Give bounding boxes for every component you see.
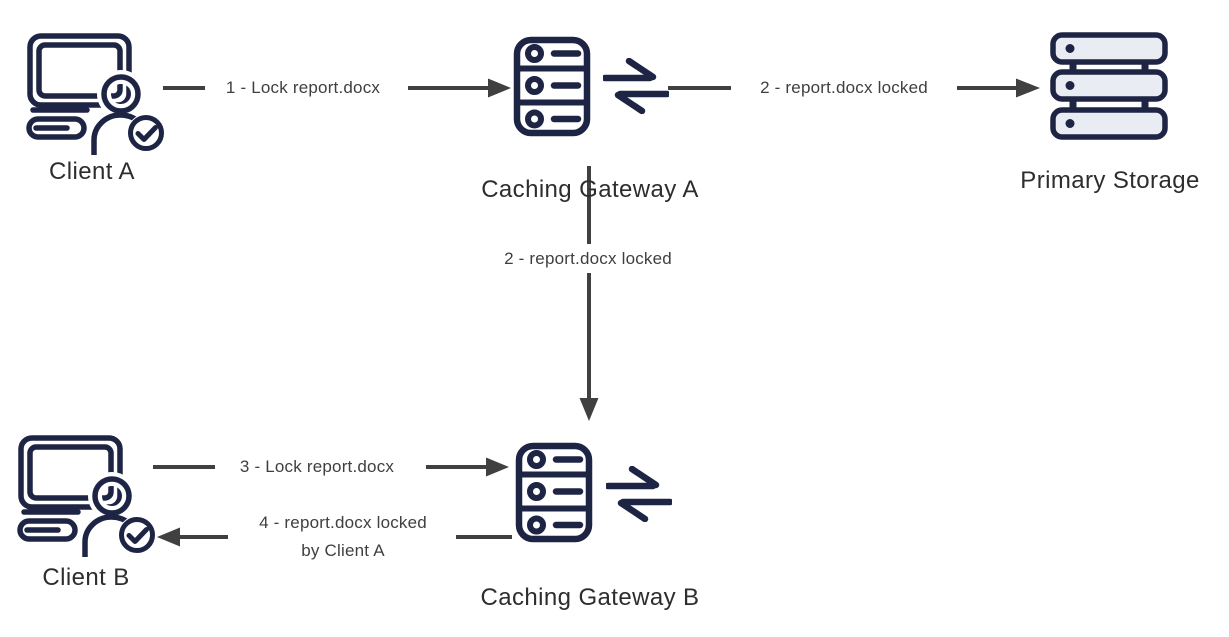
server-rack-icon <box>513 36 591 137</box>
edge-label-4-line1: 4 - report.docx locked <box>259 513 427 532</box>
edge-label-4-line2: by Client A <box>301 541 385 560</box>
primary-storage-node <box>1048 31 1168 141</box>
client-b-node <box>16 432 161 560</box>
edge-client-a-to-gateway-a <box>163 78 511 98</box>
edge-gateway-a-to-storage <box>668 78 1040 98</box>
edge-label-1: 1 - Lock report.docx <box>225 78 381 97</box>
arrowhead-right-icon <box>1016 78 1040 98</box>
storage-stack-icon <box>1050 32 1168 140</box>
edge-gateway-b-to-client-b <box>157 527 512 547</box>
edge-label-2-gateway: 2 - report.docx locked <box>504 249 672 268</box>
client-computer-user-check-icon <box>17 435 156 560</box>
check-badge-icon <box>118 516 156 554</box>
server-rack-icon <box>515 442 593 543</box>
client-computer-user-check-icon <box>26 33 165 158</box>
client-a-label: Client A <box>49 158 135 185</box>
edge-label-3: 3 - Lock report.docx <box>239 457 395 476</box>
storage-dots <box>1065 44 1075 128</box>
primary-storage-label: Primary Storage <box>1020 167 1200 194</box>
arrowhead-left-icon <box>157 527 180 547</box>
sync-arrows-icon <box>604 465 674 523</box>
edge-label-4: 4 - report.docx locked by Client A <box>259 509 427 565</box>
sync-arrows-icon <box>601 57 671 115</box>
gateway-b-label: Caching Gateway B <box>480 584 700 611</box>
gateway-a-sync <box>601 57 671 115</box>
storage-bars <box>1050 32 1168 140</box>
arrowhead-right-icon <box>488 78 511 98</box>
edge-label-2-storage: 2 - report.docx locked <box>760 78 928 97</box>
arrowhead-down-icon <box>579 398 599 421</box>
edge-gateway-a-to-gateway-b <box>579 166 599 421</box>
edge-client-b-to-gateway-b <box>153 457 509 477</box>
arrowhead-right-icon <box>486 457 509 477</box>
gateway-a-label: Caching Gateway A <box>481 176 699 203</box>
client-b-label: Client B <box>42 564 130 591</box>
gateway-b-sync <box>604 465 674 523</box>
gateway-b-node <box>515 442 593 543</box>
client-a-node <box>25 30 170 158</box>
check-badge-icon <box>127 114 165 152</box>
gateway-a-node <box>513 36 591 137</box>
